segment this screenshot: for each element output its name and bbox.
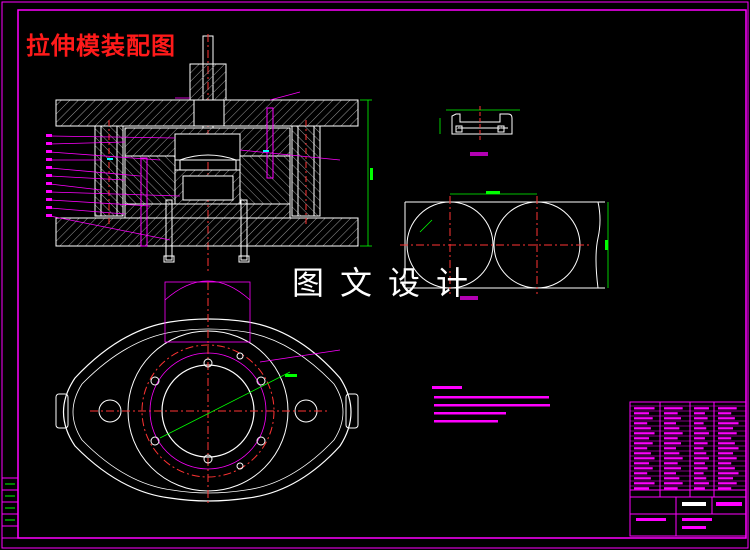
part-view: [439, 106, 520, 156]
top-view: [55, 280, 359, 505]
drawing-title: 拉伸模装配图: [26, 31, 176, 60]
main-section-view: [46, 34, 373, 272]
blank-layout-view: [400, 191, 609, 300]
binding-strip: [1, 477, 19, 539]
inner-frame: [17, 9, 747, 539]
watermark-text: 图文设计: [292, 264, 485, 302]
technical-notes: [432, 386, 550, 423]
title-block: [629, 401, 747, 537]
